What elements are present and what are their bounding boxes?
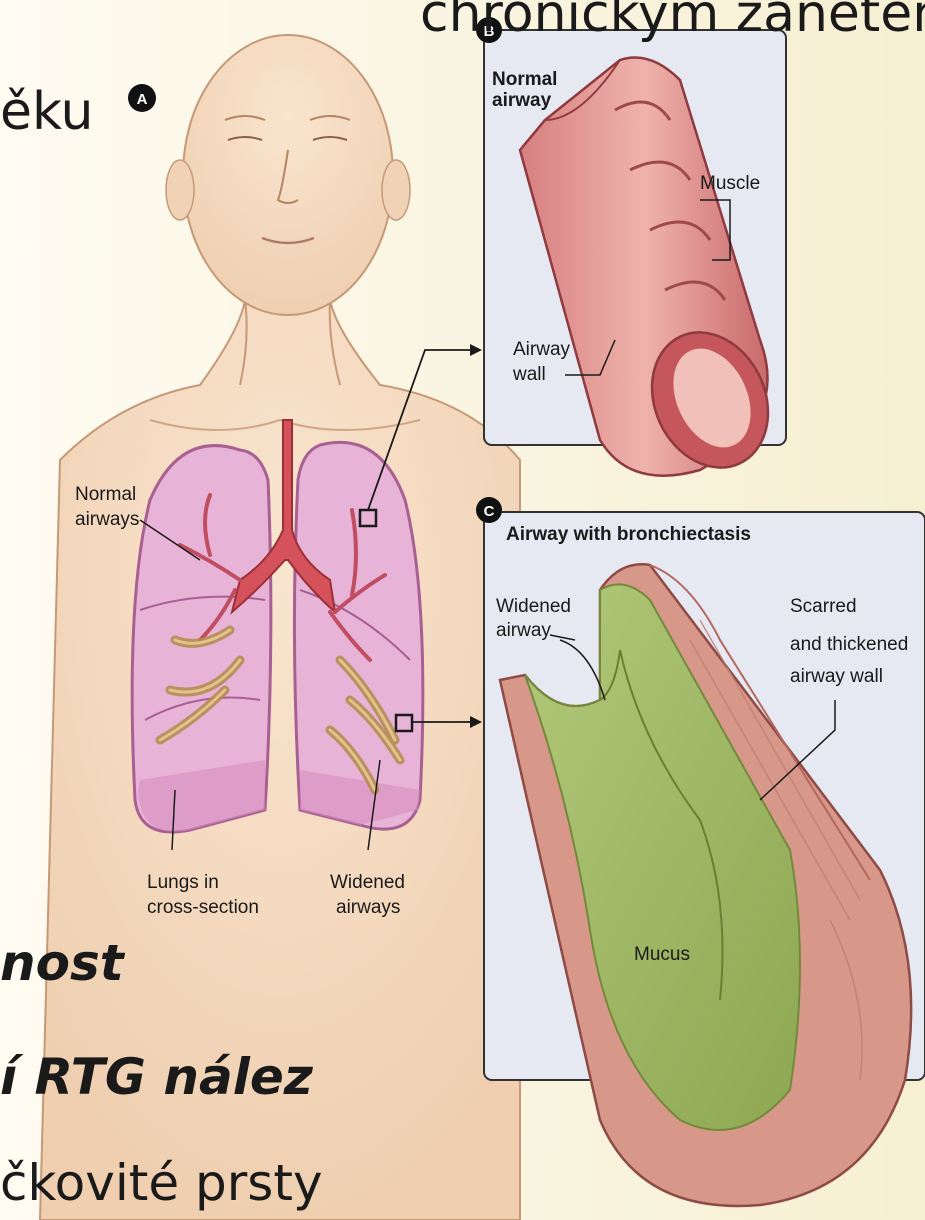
normal-airways-label: Normal [75,484,136,505]
scarred-wall-label-2: and thickened [790,634,908,655]
airway-wall-label: Airway [513,339,571,360]
badge-a: A [128,84,156,112]
svg-text:A: A [137,91,148,108]
muscle-label: Muscle [700,173,760,194]
scarred-wall-label-3: airway wall [790,666,883,687]
widened-airways-label: Widened [330,872,405,893]
lungs-cross-section-label-2: cross-section [147,897,259,918]
widened-airways-label-2: airways [336,897,400,918]
lungs-cross-section-label: Lungs in [147,872,219,893]
widened-airway-label-2: airway [496,620,551,641]
widened-airway-label: Widened [496,596,571,617]
mucus-label: Mucus [634,944,690,965]
airway-wall-label-2: wall [512,364,546,385]
badge-c: C [476,497,502,523]
panel-b-title-2: airway [492,90,552,111]
slide-line-3: nost [0,938,124,988]
slide-line-5: čkovité prsty [0,1158,323,1208]
panel-b-title: Normal [492,69,557,90]
slide-line-2: ěku [0,86,93,138]
panel-c-title: Airway with bronchiectasis [506,524,751,545]
scarred-wall-label: Scarred [790,596,857,617]
normal-airways-label-2: airways [75,509,139,530]
slide-line-4: í RTG nález [0,1052,313,1102]
slide-line-1: chronickým zánětem [420,0,925,40]
svg-text:C: C [484,503,495,520]
panel-normal-airway: Normal airway Muscle Airway wall [484,30,789,487]
